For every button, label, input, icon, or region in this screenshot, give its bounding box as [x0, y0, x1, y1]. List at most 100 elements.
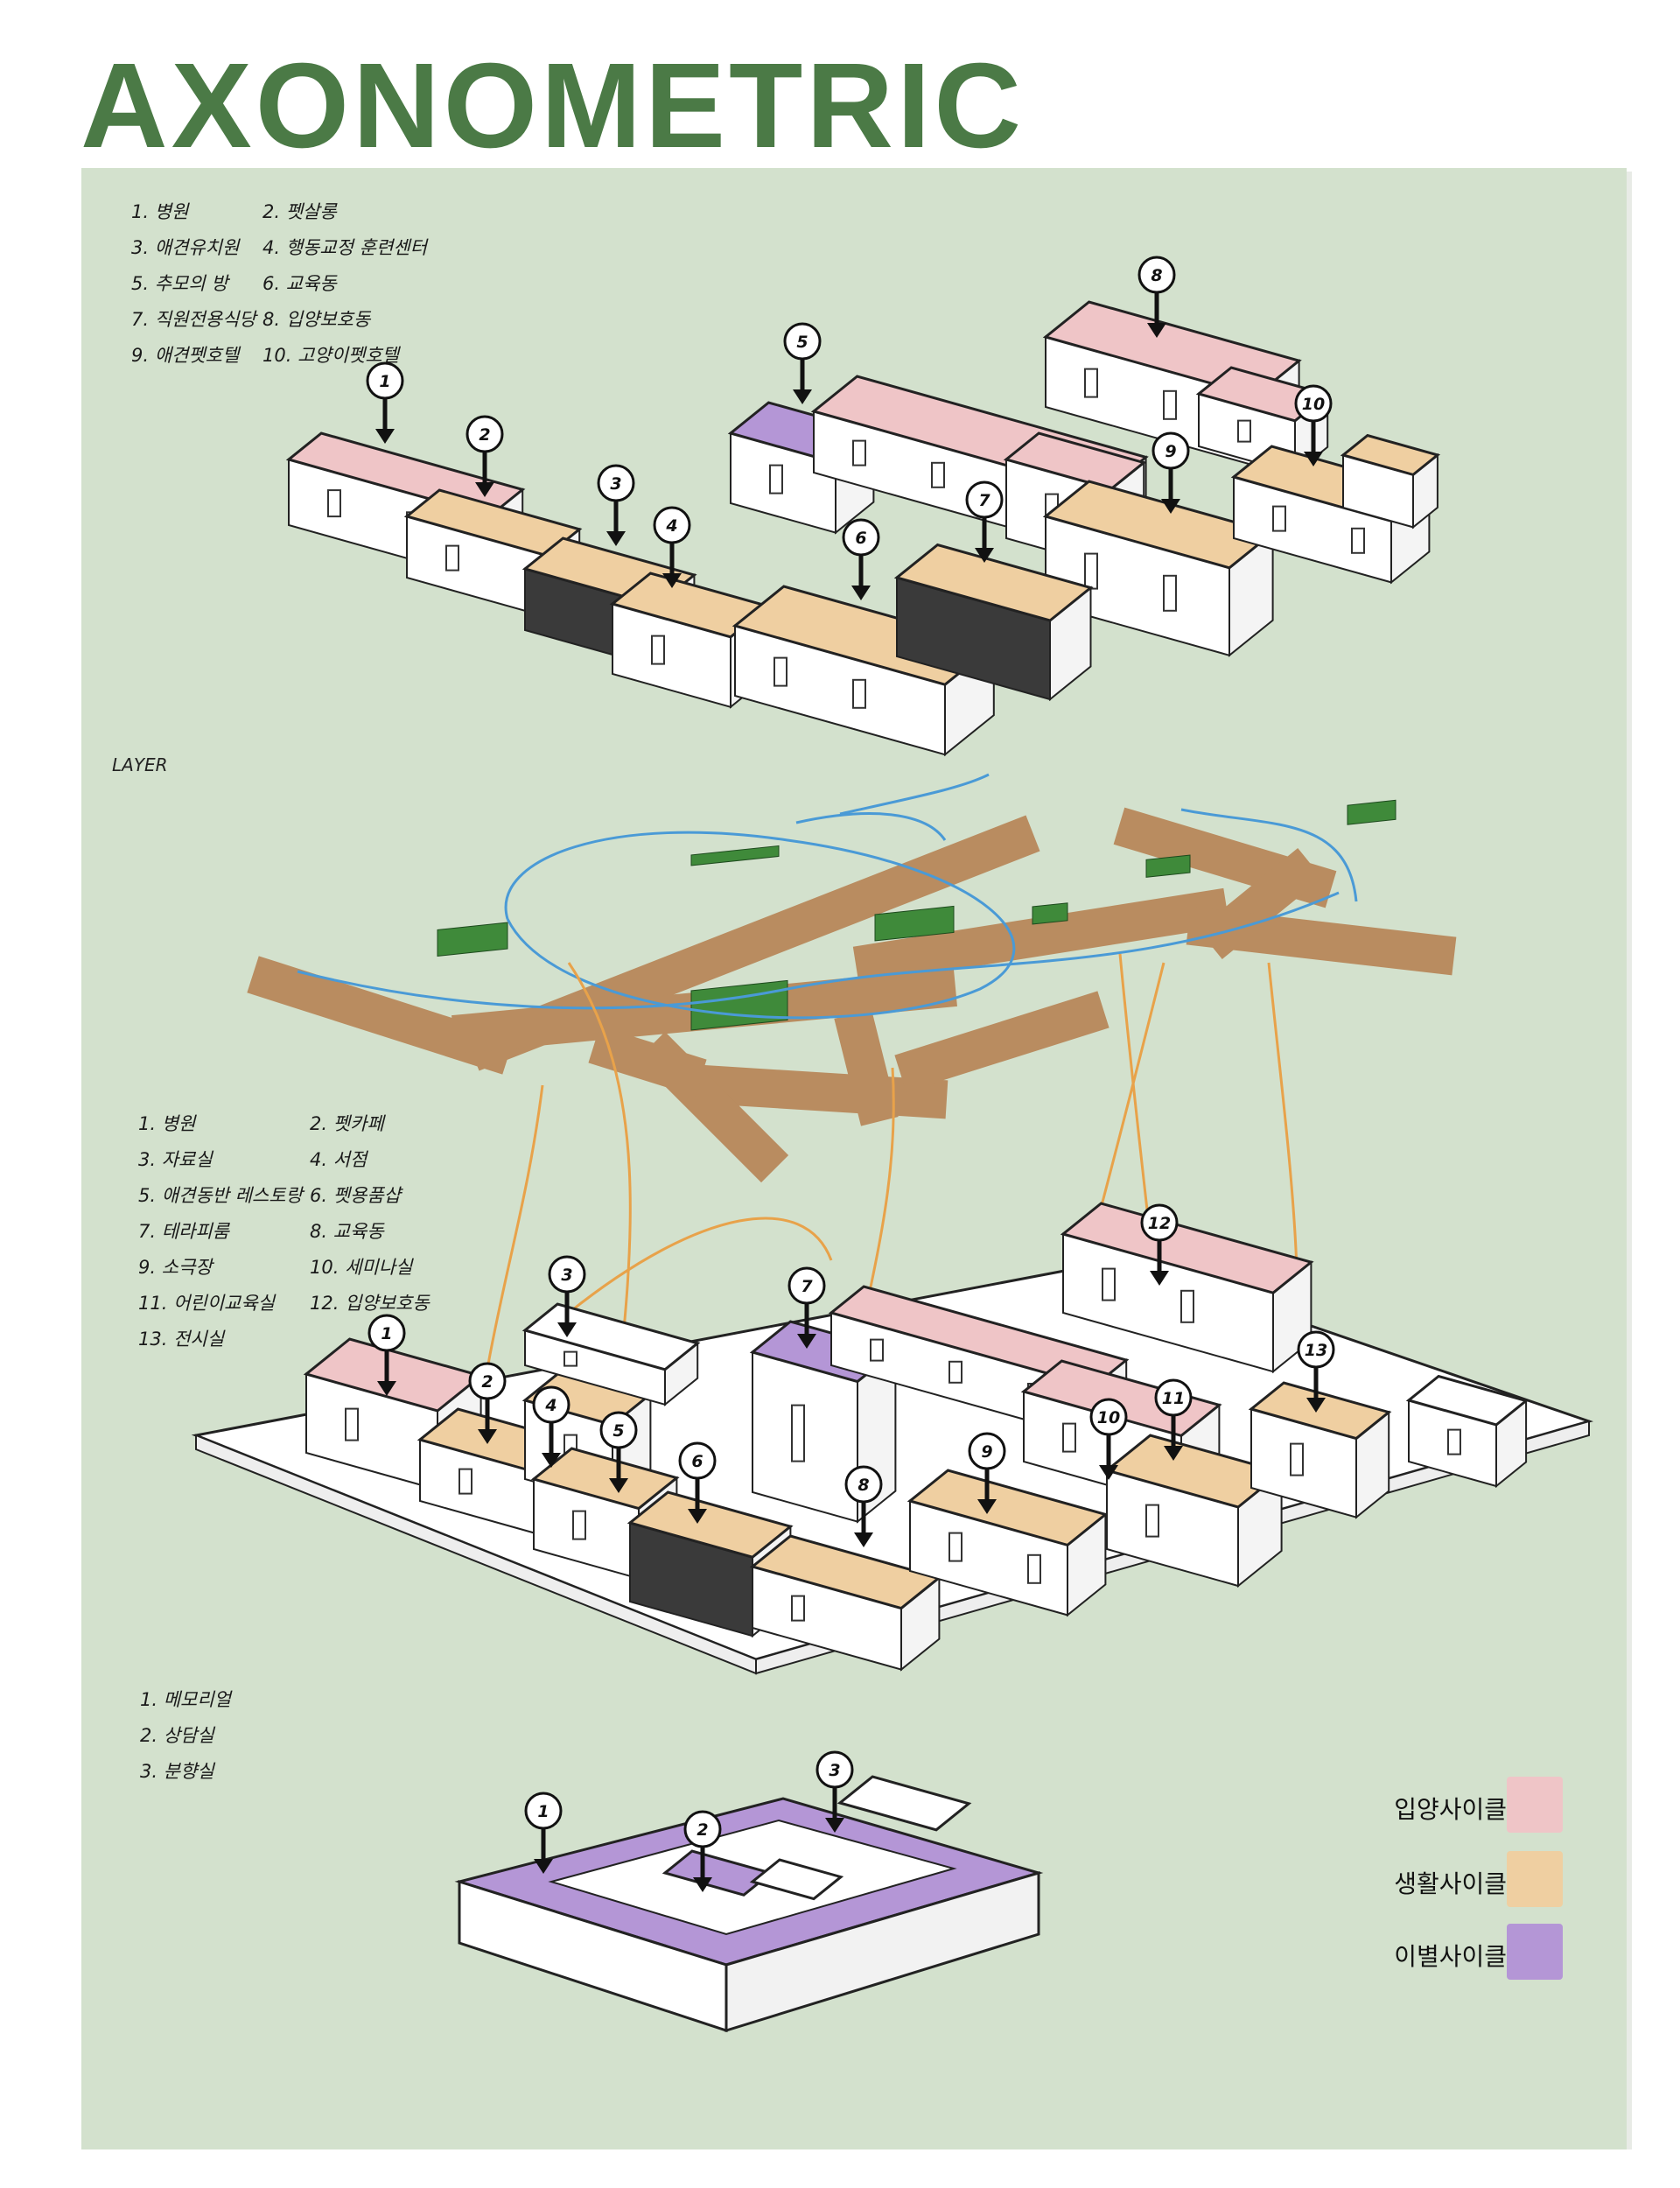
top-marker-4-arrow-head [662, 573, 682, 588]
layer-floor-segment [834, 1009, 899, 1126]
layer-label: LAYER [112, 754, 168, 775]
middle-marker-9-arrow-head [977, 1499, 997, 1514]
layer-green-space [690, 845, 780, 866]
legend-item: 4. 서점 [310, 1148, 368, 1170]
middle-building-12-roof [906, 1469, 1109, 1547]
middle-marker-7-arrow-head [797, 1334, 816, 1349]
middle-marker-2-circle [468, 1362, 507, 1400]
orange-connection-path [568, 1217, 833, 1315]
top-building-10-window [1163, 574, 1177, 612]
top-building-12-roof [1340, 433, 1441, 477]
top-marker-8: 8 [1151, 266, 1162, 285]
middle-marker-10-circle [1089, 1398, 1128, 1436]
top-marker-1: 1 [379, 372, 390, 391]
layer-green-space [1145, 854, 1191, 878]
legend-item: 3. 애견유치원 [131, 236, 240, 258]
top-marker-10-arrow-head [1304, 452, 1323, 466]
legend-item: 5. 추모의 방 [131, 272, 228, 294]
top-marker-3-arrow-head [606, 531, 626, 546]
blue-circulation-path [839, 773, 990, 816]
middle-marker-11-arrow-head [1164, 1446, 1183, 1461]
top-building-6-window [931, 461, 945, 488]
top-marker-8-arrow-head [1147, 323, 1166, 338]
middle-marker-5-circle [599, 1411, 638, 1449]
cycle-legend-adoption: 입양사이클 [1365, 1777, 1601, 1838]
middle-marker-6: 6 [691, 1452, 703, 1471]
middle-marker-7: 7 [801, 1277, 813, 1296]
cycle-swatch-pink [1507, 1777, 1563, 1833]
middle-marker-4-circle [532, 1385, 570, 1424]
top-marker-2-arrow-head [475, 482, 494, 497]
legend-item: 7. 테라피룸 [138, 1220, 229, 1242]
top-building-7-window [1163, 389, 1177, 420]
top-building-14-roof [893, 543, 1094, 622]
layer-floor-segment [247, 956, 514, 1075]
cycle-label: 입양사이클 [1394, 1795, 1507, 1824]
top-marker-4: 4 [665, 516, 677, 536]
top-marker-2-circle [466, 415, 504, 453]
legend-item: 13. 전시실 [138, 1328, 225, 1350]
middle-marker-8: 8 [858, 1476, 869, 1495]
middle-marker-13-arrow-head [1306, 1398, 1326, 1413]
legend-item: 2. 상담실 [140, 1724, 214, 1746]
top-building-2-window [445, 544, 459, 572]
top-marker-2: 2 [479, 425, 490, 445]
middle-marker-3-circle [548, 1255, 586, 1294]
middle-building-14-window [1290, 1442, 1304, 1476]
bottom-marker-1-circle [524, 1792, 563, 1830]
incense-room-roof [836, 1775, 972, 1832]
top-marker-1-circle [366, 361, 404, 400]
bottom-marker-3: 3 [829, 1761, 840, 1780]
bottom-marker-1: 1 [537, 1802, 549, 1821]
cycle-label: 생활사이클 [1394, 1869, 1507, 1898]
legend-item: 8. 교육동 [310, 1220, 384, 1242]
middle-building-10-window [1180, 1289, 1194, 1323]
top-building-11-window [1272, 505, 1286, 532]
top-marker-5-arrow-head [793, 389, 812, 404]
layer-floor-segment [894, 991, 1110, 1092]
middle-building-9-roof [828, 1285, 1130, 1388]
middle-marker-1-arrow-head [377, 1381, 396, 1396]
middle-building-11-roof [1020, 1359, 1222, 1438]
middle-building-12-window [1027, 1553, 1041, 1584]
page-title: AXONOMETRIC [80, 39, 1025, 173]
bottom-marker-3-arrow-head [825, 1818, 844, 1833]
layer-floor-segment [696, 1064, 948, 1119]
legend-bottom: 1. 메모리얼 2. 상담실 3. 분향실 [140, 1680, 231, 1788]
legend-item: 5. 애견동반 레스토랑 [138, 1184, 303, 1206]
cycle-legend-farewell: 이별사이클 [1365, 1924, 1601, 1985]
top-marker-3: 3 [610, 474, 621, 494]
memorial-side-wall [724, 1870, 1040, 2033]
legend-item: 2. 펫살롱 [262, 200, 337, 222]
middle-marker-8-circle [844, 1465, 883, 1504]
blue-circulation-path [297, 891, 1340, 1010]
cycle-label: 이별사이클 [1394, 1942, 1507, 1971]
top-building-9-window [1237, 419, 1251, 443]
top-building-13-window [774, 656, 788, 687]
top-marker-10-circle [1294, 384, 1333, 423]
middle-building-10-window [1102, 1267, 1116, 1301]
middle-building-9-window [870, 1338, 884, 1362]
layer-floor-segment [1186, 906, 1457, 976]
middle-building-10-roof [1060, 1202, 1314, 1294]
middle-marker-4-arrow-head [542, 1453, 561, 1468]
middle-marker-11: 11 [1162, 1389, 1185, 1408]
top-marker-6-arrow-head [851, 586, 871, 600]
top-building-13-window [852, 678, 866, 709]
legend-item: 11. 어린이교육실 [138, 1292, 275, 1314]
middle-marker-1-circle [368, 1314, 406, 1352]
middle-building-4-roof [530, 1447, 680, 1511]
middle-marker-3-arrow-head [557, 1322, 577, 1337]
layer-floor-segment [588, 1026, 707, 1097]
bottom-marker-2-arrow-head [693, 1877, 712, 1892]
middle-building-14-roof [1248, 1381, 1392, 1441]
cycle-legend-living: 생활사이클 [1365, 1851, 1601, 1912]
middle-building-12-window [948, 1532, 962, 1562]
middle-marker-12-circle [1140, 1203, 1179, 1242]
top-building-8-roof [1003, 431, 1147, 491]
top-marker-9-circle [1152, 431, 1190, 470]
blue-circulation-path [795, 812, 947, 841]
top-building-6-window [852, 439, 866, 466]
middle-marker-5-arrow-head [609, 1478, 628, 1493]
middle-building-5-roof [626, 1490, 794, 1559]
